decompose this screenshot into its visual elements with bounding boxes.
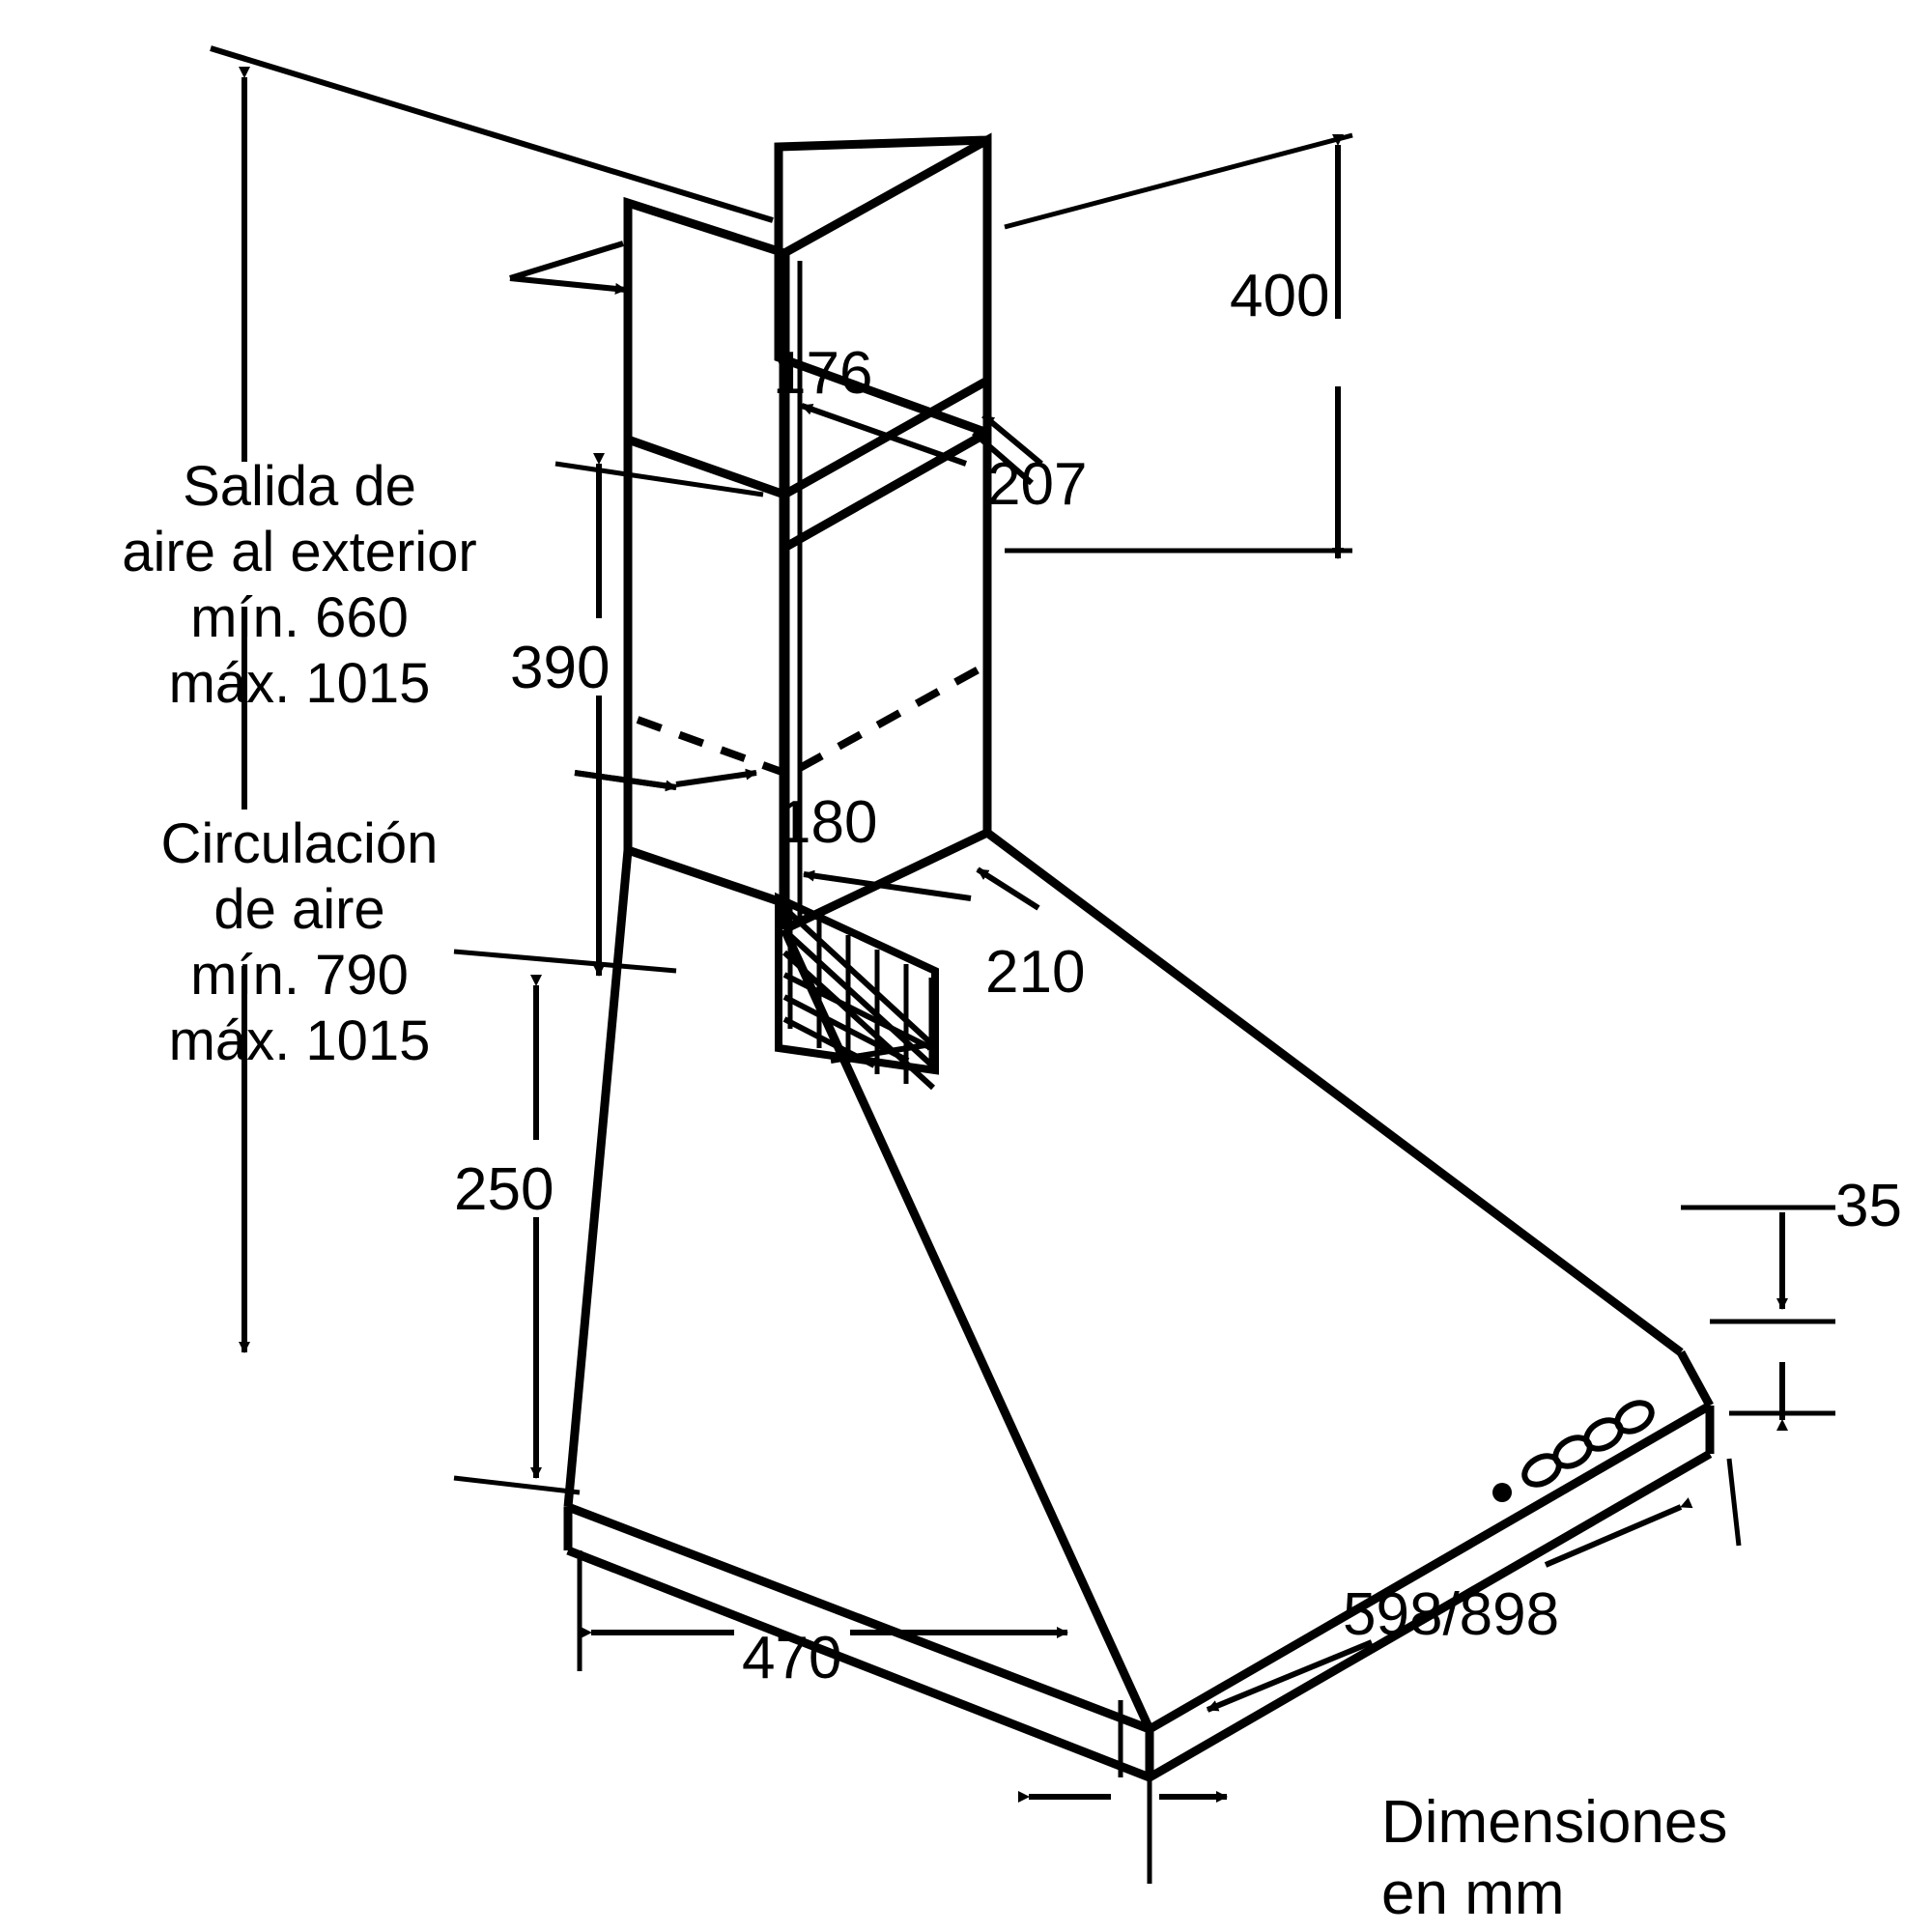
light-indicator-dot — [1492, 1483, 1512, 1502]
dimension-lines — [210, 45, 1835, 1884]
hood-body-outline — [563, 132, 1715, 1782]
dimension-180: 180 — [778, 789, 878, 856]
dimension-35: 35 — [1835, 1173, 1902, 1239]
grille-frame — [775, 892, 939, 1075]
dimension-250: 250 — [454, 1156, 554, 1223]
grille-detail — [777, 903, 936, 1091]
dimension-210: 210 — [985, 939, 1086, 1006]
hidden-edge-dashed — [636, 661, 989, 777]
dimension-470: 470 — [742, 1625, 842, 1691]
control-panel[interactable] — [1492, 1397, 1657, 1502]
dimension-207: 207 — [987, 451, 1088, 518]
dimension-176: 176 — [773, 340, 873, 407]
note-exhaust-air: Salida de aire al exterior mín. 660 máx.… — [122, 455, 477, 715]
dimension-390: 390 — [510, 635, 611, 701]
dimension-598-898: 598/898 — [1343, 1581, 1560, 1648]
control-button-4 — [1614, 1400, 1655, 1435]
note-recirculation-air: Circulación de aire mín. 790 máx. 1015 — [160, 812, 439, 1072]
units-note: Dimensiones en mm — [1381, 1789, 1728, 1928]
dimension-400: 400 — [1230, 263, 1330, 329]
